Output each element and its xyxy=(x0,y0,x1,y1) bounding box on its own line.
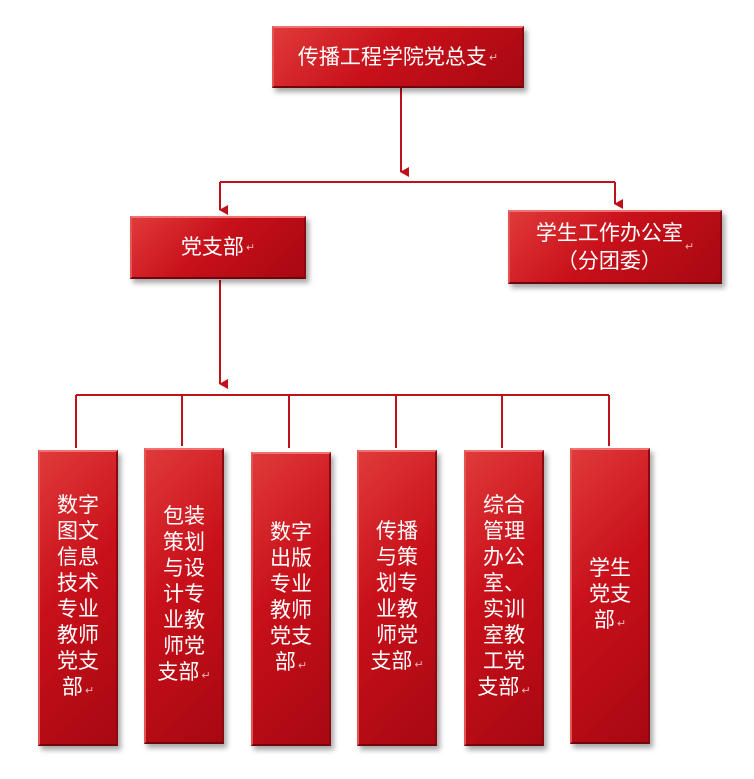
paragraph-mark: ↵ xyxy=(488,50,499,64)
branch-line: 学生 xyxy=(589,556,631,580)
branch-line: 支部↵ xyxy=(157,660,211,684)
paragraph-mark: ↵ xyxy=(414,658,424,671)
paragraph-mark: ↵ xyxy=(297,659,308,672)
branch-line: 包装 xyxy=(163,504,205,528)
party-branch-box: 党支部↵ xyxy=(130,216,306,279)
branch-line: 信息 xyxy=(57,545,99,569)
branch-line: 与设 xyxy=(163,556,205,580)
branch-line: 实训 xyxy=(483,597,525,621)
branch-line: 综合 xyxy=(483,493,525,517)
branch-line: 党支 xyxy=(589,582,631,606)
branch-box-3: 数字出版专业教师党支部↵ xyxy=(251,452,331,746)
branch-line: 教师 xyxy=(57,623,99,647)
general-branch-label: 传播工程学院党总支 xyxy=(297,44,487,69)
branch-line: 教师 xyxy=(270,598,312,622)
branch-line: 师党 xyxy=(163,634,205,658)
branch-line: 数字 xyxy=(270,520,312,544)
branch-line: 师党 xyxy=(376,623,418,647)
branch-box-6: 学生党支部↵ xyxy=(570,448,650,744)
branch-line: 室教 xyxy=(483,623,525,647)
paragraph-mark: ↵ xyxy=(521,684,531,697)
branch-line: 传播 xyxy=(376,519,418,543)
student-office-label: 学生工作办公室 （分团委） xyxy=(535,221,683,273)
student-office-box: 学生工作办公室 （分团委）↵ xyxy=(508,210,722,284)
branch-line: 党支 xyxy=(270,624,312,648)
branch-box-2: 包装策划与设计专业教师党支部↵ xyxy=(144,448,224,744)
paragraph-mark: ↵ xyxy=(684,240,695,253)
branch-line: 部↵ xyxy=(61,675,95,699)
branch-label-4: 传播与策划专业教师党支部↵ xyxy=(370,518,423,678)
branch-line: 策划 xyxy=(163,530,205,554)
branch-line: 业教 xyxy=(163,608,205,632)
branch-label-5: 综合管理办公室、实训室教工党支部↵ xyxy=(477,492,530,704)
paragraph-mark: ↵ xyxy=(616,617,627,630)
paragraph-mark: ↵ xyxy=(84,684,95,697)
branch-box-4: 传播与策划专业教师党支部↵ xyxy=(357,450,437,746)
branch-line: 出版 xyxy=(270,546,312,570)
branch-line: 党支 xyxy=(57,649,99,673)
party-branch-label: 党支部 xyxy=(180,235,244,259)
branch-line: 部↵ xyxy=(274,650,308,674)
branch-line: 专业 xyxy=(270,572,312,596)
branch-line: 业教 xyxy=(376,597,418,621)
branch-line: 图文 xyxy=(57,519,99,543)
branch-label-3: 数字出版专业教师党支部↵ xyxy=(270,519,312,679)
branch-box-1: 数字图文信息技术专业教师党支部↵ xyxy=(38,450,118,746)
branch-line: 数字 xyxy=(57,493,99,517)
general-branch-box: 传播工程学院党总支↵ xyxy=(272,26,524,88)
branch-line: 办公 xyxy=(483,545,525,569)
branch-label-1: 数字图文信息技术专业教师党支部↵ xyxy=(57,492,99,704)
branch-line: 工党 xyxy=(483,649,525,673)
branch-line: 部↵ xyxy=(593,608,627,632)
branch-line: 划专 xyxy=(376,571,418,595)
branch-label-6: 学生党支部↵ xyxy=(589,555,631,637)
branch-box-5: 综合管理办公室、实训室教工党支部↵ xyxy=(464,450,544,746)
branch-line: 室、 xyxy=(483,571,525,595)
branch-line: 技术 xyxy=(57,571,99,595)
branch-label-2: 包装策划与设计专业教师党支部↵ xyxy=(157,503,210,689)
branch-line: 与策 xyxy=(376,545,418,569)
branch-line: 支部↵ xyxy=(370,649,424,673)
branch-line: 支部↵ xyxy=(477,675,531,699)
paragraph-mark: ↵ xyxy=(245,241,256,254)
branch-line: 计专 xyxy=(163,582,205,606)
paragraph-mark: ↵ xyxy=(201,669,211,682)
branch-line: 管理 xyxy=(483,519,525,543)
branch-line: 专业 xyxy=(57,597,99,621)
